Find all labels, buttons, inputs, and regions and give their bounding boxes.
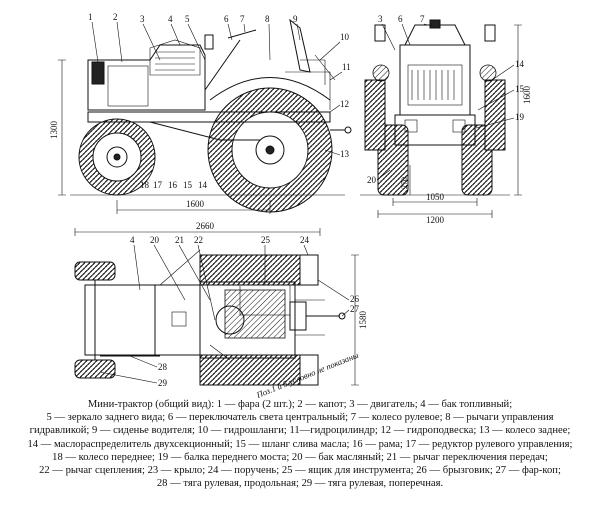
callout-top-25: 25 [261,235,271,245]
callout-side-13: 13 [340,149,350,159]
callout-top-28: 28 [158,362,168,372]
callout-top-20: 20 [150,235,160,245]
callout-side-15: 15 [183,180,193,190]
dim-front-track: 1050 [426,192,445,202]
callout-side-9: 9 [293,14,298,24]
callout-front-14: 14 [515,59,525,69]
callout-side-8: 8 [265,14,270,24]
side-callouts: 1 2 3 4 5 6 7 8 9 10 11 12 13 14 15 16 1… [88,12,351,190]
dim-front-width: 1200 [426,215,445,225]
dim-side-height: 1300 [49,121,59,140]
side-view: 1300 1600 1 2 3 4 5 6 7 8 9 10 11 12 13 … [49,12,352,214]
callout-side-5: 5 [185,14,190,24]
tractor-drawing: 1300 1600 1 2 3 4 5 6 7 8 9 10 11 12 13 … [49,12,532,400]
caption-line-2: 5 — зеркало заднего вида; 6 — переключат… [46,412,554,424]
caption-line-3: гидравликой; 9 — сиденье водителя; 10 — … [29,425,571,437]
top-rear-left-wheel [199,254,301,286]
callout-side-4: 4 [168,14,173,24]
dim-top-length: 2660 [196,221,215,231]
callout-front-19: 19 [515,112,525,122]
callout-top-21: 21 [175,235,184,245]
caption-line-1: Мини-трактор (общий вид): 1 — фара (2 шт… [87,399,513,410]
callout-front-3: 3 [378,14,383,24]
caption-line-4: 14 — маслораспределитель двухсекционный;… [27,438,573,450]
callout-front-20: 20 [367,175,377,185]
dim-front-height: 1600 [522,86,532,105]
callout-side-1: 1 [88,12,93,22]
top-steering-wheel [215,305,245,335]
callout-side-11: 11 [342,62,351,72]
callout-side-12: 12 [340,99,349,109]
callout-side-7: 7 [240,14,245,24]
callout-front-15: 15 [515,84,525,94]
callout-front-6: 6 [398,14,403,24]
callout-side-18: 18 [140,180,150,190]
caption-line-6: 22 — рычаг сцепления; 23 — крыло; 24 — п… [39,465,561,477]
top-rear-right-wheel [199,354,301,386]
dim-side-length: 1600 [186,199,205,209]
top-front-left-wheel [74,261,116,281]
callout-side-2: 2 [113,12,118,22]
callout-top-27: 27 [350,304,360,314]
callout-side-16: 16 [168,180,178,190]
callout-front-7: 7 [420,14,425,24]
callout-top-26: 26 [350,294,360,304]
callout-side-10: 10 [340,32,350,42]
front-callouts: 3 6 7 14 15 19 20 [367,14,525,185]
top-front-right-wheel [74,359,116,379]
callout-side-17: 17 [153,180,163,190]
caption-line-7: 28 — тяга рулевая, продольная; 29 — тяга… [156,478,444,490]
callout-side-14: 14 [198,180,208,190]
callout-top-22: 22 [194,235,203,245]
figure-caption: Мини-трактор (общий вид): 1 — фара (2 шт… [0,398,600,490]
callout-side-6: 6 [224,14,229,24]
dim-top-width: 1580 [358,311,368,330]
callout-top-29: 29 [158,378,168,388]
caption-line-5: 18 — колесо переднее; 19 — балка передне… [52,451,548,463]
top-callouts: 4 20 21 22 24 25 26 27 28 29 [99,235,360,388]
front-view: 1600 270 1050 1200 3 6 7 14 15 19 20 [360,14,532,225]
callout-side-3: 3 [140,14,145,24]
callout-top-24: 24 [300,235,310,245]
top-view: 2660 1580 4 20 21 22 24 25 26 27 28 29 П… [74,221,368,400]
callout-top-4: 4 [130,235,135,245]
dim-front-clearance: 270 [400,177,409,189]
